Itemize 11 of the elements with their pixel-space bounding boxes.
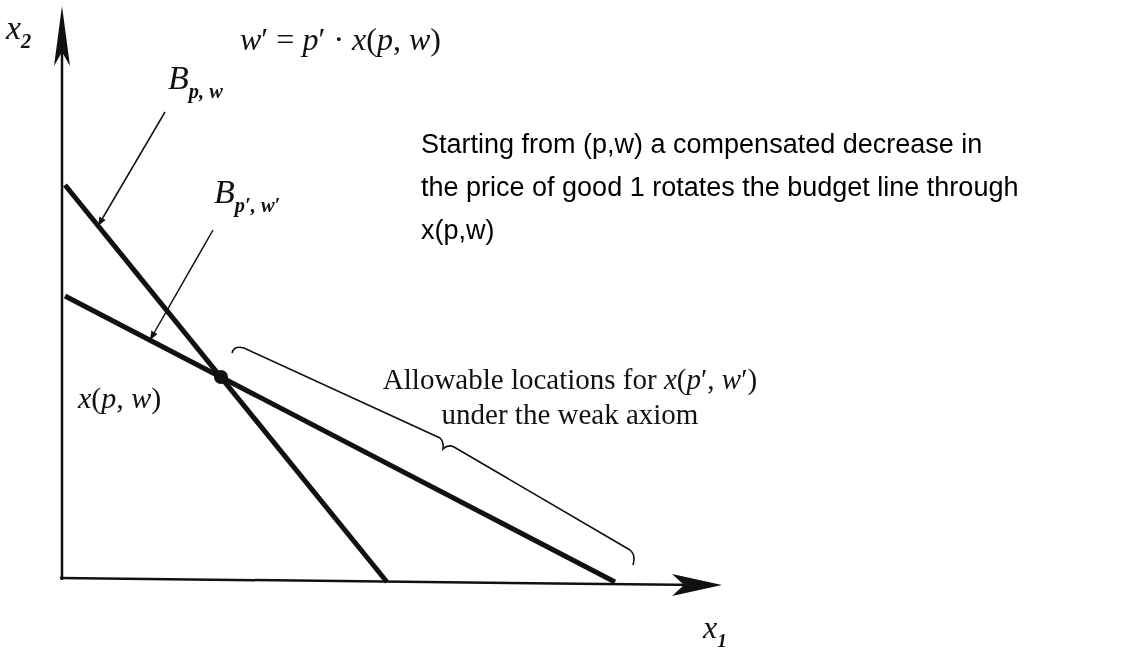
budget-line (63, 293, 617, 585)
axis-label: x$_{2}$ (6, 8, 32, 54)
equation: w′ = p′ · x(p, w) (240, 20, 441, 59)
bracket-label: Allowable locations for x(p′, w′) under the weak axiom (381, 362, 759, 432)
note-text: Starting from (p,w) a compensated decrease in the price of good 1 rotates the budget line through x(p,w) (421, 128, 1020, 248)
leader-arrow (97, 111, 166, 227)
leader-arrow (149, 229, 214, 341)
line-label: B$_{p′, w′}$ (214, 172, 281, 218)
line-label: B$_{p, w}$ (168, 58, 223, 104)
point-label: x(p, w) (78, 380, 162, 416)
axis-label: x$_{1}$ (703, 608, 727, 652)
